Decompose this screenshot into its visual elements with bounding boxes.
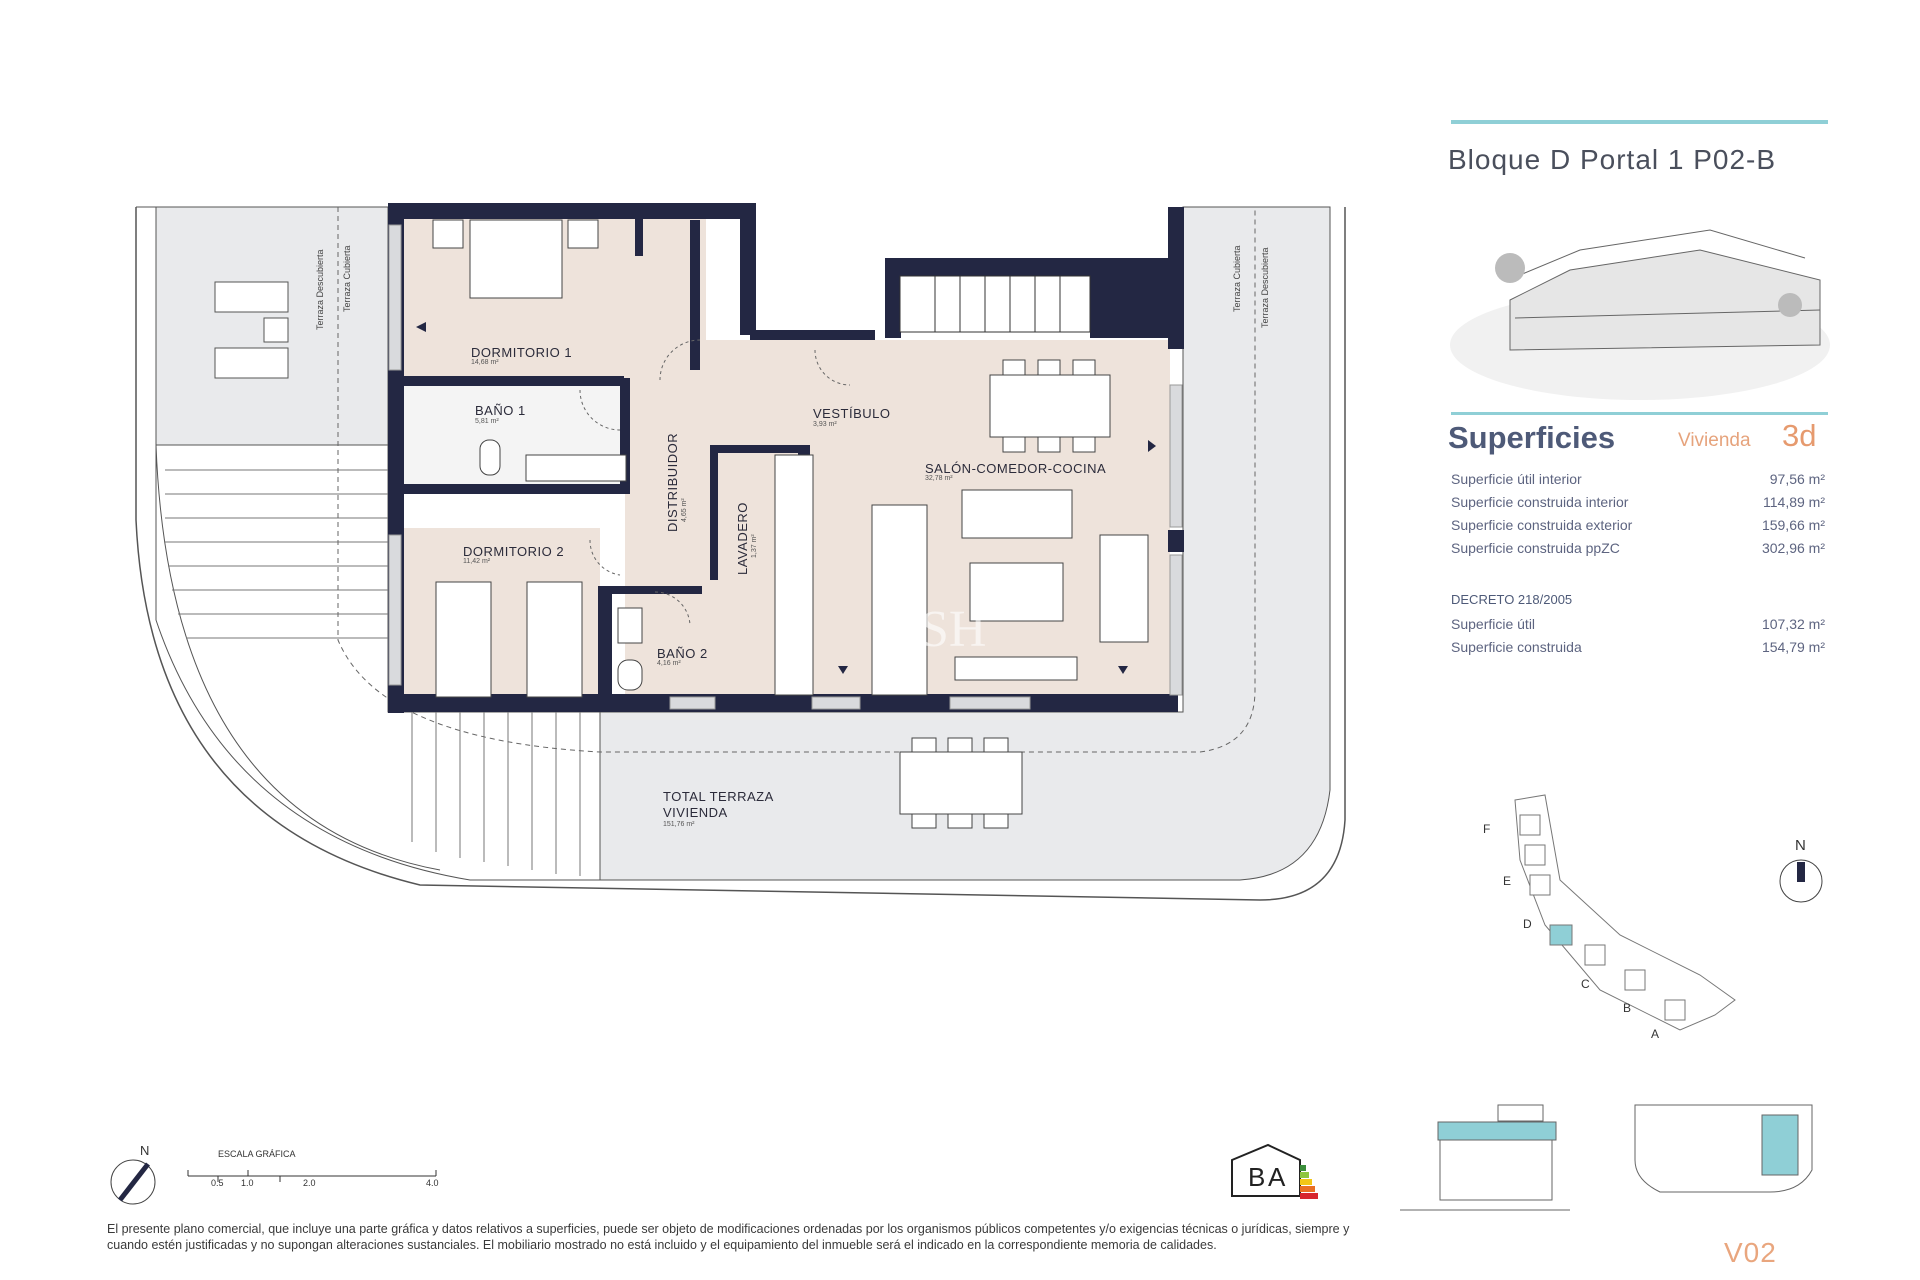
windows (388, 224, 1183, 710)
row-label: Superficie construida exterior (1451, 517, 1633, 533)
sun-loungers (214, 281, 289, 379)
superficie-row: Superficie útil interior 97,56 m² (1451, 471, 1825, 487)
energy-label-icon (1231, 1143, 1318, 1199)
dormitorio1-label: DORMITORIO 1 (471, 345, 573, 360)
bano2-label: BAÑO 2 (657, 646, 708, 661)
site-letter-f: F (1483, 822, 1491, 836)
vestibulo-area: 3,93 m² (813, 421, 837, 428)
bano1-label: BAÑO 1 (475, 403, 526, 418)
teal-header-bar (1451, 120, 1828, 124)
dormitorio1-area: 14,68 m² (471, 359, 499, 366)
lavadero-area: 1,37 m² (751, 534, 758, 558)
row-value: 107,32 m² (1761, 616, 1825, 632)
vestibulo-label: VESTÍBULO (813, 406, 891, 421)
vivienda-number: 3d (1782, 418, 1817, 453)
site-letter-c: C (1581, 977, 1590, 991)
site-letter-e: E (1503, 874, 1512, 888)
energy-rating-left: B (1248, 1162, 1266, 1192)
bano1-area: 5,81 m² (475, 418, 499, 425)
site-letter-a: A (1651, 1027, 1660, 1041)
version-label: V02 (1724, 1237, 1777, 1268)
row-value: 97,56 m² (1769, 471, 1825, 487)
scale-tick: 0.5 (211, 1178, 224, 1188)
energy-rating-right: A (1268, 1162, 1286, 1192)
row-value: 114,89 m² (1763, 494, 1825, 510)
decreto-row: Superficie útil 107,32 m² (1451, 616, 1825, 632)
scale-bar (187, 1170, 437, 1182)
terraza-area: 151,76 m² (663, 821, 695, 828)
teal-divider (1451, 412, 1828, 415)
north-compass-right (1779, 859, 1823, 903)
watermark: SH (920, 601, 987, 658)
decreto-row: Superficie construida 154,79 m² (1451, 639, 1825, 655)
floor-thumbnail (1634, 1104, 1813, 1193)
terrace-tag-descubierta-right: Terraza Descubierta (1260, 247, 1270, 328)
superficie-row: Superficie construida interior 114,89 m² (1451, 494, 1825, 510)
distribuidor-area: 4,65 m² (681, 498, 688, 522)
row-label: Superficie construida (1451, 639, 1582, 655)
scale-label: ESCALA GRÁFICA (218, 1149, 296, 1159)
row-label: Superficie construida ppZC (1451, 540, 1620, 556)
scale-tick: 4.0 (426, 1178, 439, 1188)
dormitorio2-label: DORMITORIO 2 (463, 544, 565, 559)
dormitorio2-area: 11,42 m² (463, 558, 491, 565)
building-sketch (1450, 229, 1830, 400)
superficie-row: Superficie construida exterior 159,66 m² (1451, 517, 1825, 533)
lavadero-label: LAVADERO (735, 502, 750, 575)
terrace-tag-descubierta-left: Terraza Descubierta (315, 249, 325, 330)
section-thumbnail (1400, 1104, 1570, 1211)
terraza-label-line1: TOTAL TERRAZA (663, 789, 774, 804)
north-compass-left (110, 1159, 156, 1205)
outer-boundary (135, 207, 1346, 901)
disclaimer-text: El presente plano comercial, que incluye… (107, 1222, 1350, 1252)
row-label: Superficie útil (1451, 616, 1536, 632)
decreto-title: DECRETO 218/2005 (1451, 592, 1573, 607)
north-label-left: N (140, 1143, 150, 1158)
site-map (1514, 794, 1736, 1031)
furniture (432, 219, 1149, 829)
left-terrace-stripes (165, 469, 581, 876)
row-label: Superficie construida interior (1451, 494, 1629, 510)
row-value: 154,79 m² (1761, 639, 1825, 655)
staircase (899, 275, 1091, 333)
salon-area: 32,78 m² (925, 475, 953, 482)
distribuidor-label: DISTRIBUIDOR (665, 432, 680, 532)
scale-tick: 1.0 (241, 1178, 254, 1188)
vivienda-label: Vivienda (1678, 430, 1751, 451)
terrace-tag-cubierta-right: Terraza Cubierta (1232, 245, 1242, 312)
site-letter-b: B (1623, 1001, 1632, 1015)
north-label-right: N (1795, 837, 1806, 854)
bano2-area: 4,16 m² (657, 660, 681, 667)
salon-label: SALÓN-COMEDOR-COCINA (925, 461, 1107, 476)
doors (579, 339, 851, 626)
arrows (416, 322, 1156, 674)
superficie-row: Superficie construida ppZC 302,96 m² (1451, 540, 1825, 556)
terraza-label-line2: VIVIENDA (663, 805, 728, 820)
superficies-title: Superficies (1448, 420, 1616, 455)
row-label: Superficie útil interior (1451, 471, 1582, 487)
terrace-tag-cubierta-left: Terraza Cubierta (342, 245, 352, 312)
scale-tick: 2.0 (303, 1178, 316, 1188)
page-title: Bloque D Portal 1 P02-B (1448, 144, 1777, 175)
site-letter-d: D (1523, 917, 1532, 931)
row-value: 159,66 m² (1761, 517, 1825, 533)
row-value: 302,96 m² (1761, 540, 1825, 556)
